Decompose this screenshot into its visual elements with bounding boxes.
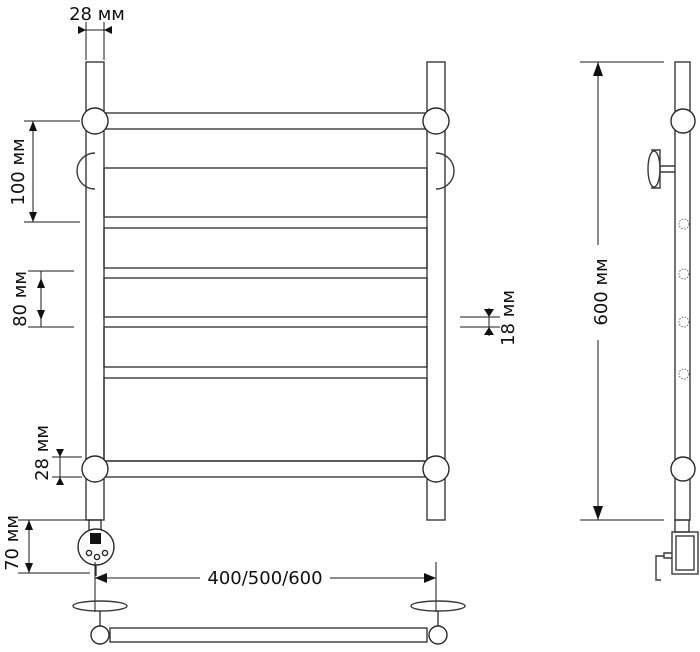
top-view-left-joint	[90, 625, 110, 645]
side-bracket-cap	[647, 150, 661, 188]
top-view	[72, 600, 466, 645]
top-view-right-plate	[410, 600, 466, 612]
top-view-bar	[109, 627, 428, 643]
left-bracket	[76, 152, 96, 190]
flat-rung-5	[103, 377, 428, 462]
flat-rung-2	[103, 227, 428, 269]
joint-bottom-right	[422, 455, 450, 483]
side-bracket-arm	[660, 165, 675, 173]
heater-button-2	[93, 553, 101, 561]
dim-pitch-top-label: 100 мм	[8, 138, 29, 205]
flat-rung-4	[103, 326, 428, 368]
top-view-left-plate	[72, 600, 128, 612]
right-bracket	[435, 152, 455, 190]
joint-top-right	[422, 107, 450, 135]
front-view	[76, 61, 455, 576]
side-rung-dot-2	[678, 268, 690, 280]
top-crossbar	[103, 112, 428, 130]
flat-rung-1	[103, 167, 428, 218]
heater-button-1	[85, 549, 93, 557]
top-view-right-joint	[428, 625, 448, 645]
side-joint-bottom	[670, 456, 696, 482]
side-heater-inner	[675, 535, 695, 571]
side-rung-dot-3	[678, 316, 690, 328]
heater-display	[90, 533, 101, 544]
joint-top-left	[81, 107, 109, 135]
side-view: 600 мм	[580, 61, 699, 581]
side-rung-dot-1	[678, 218, 690, 230]
joint-bottom-left	[81, 455, 109, 483]
dim-bottom-tube-label: 28 мм	[32, 425, 53, 481]
bottom-crossbar	[103, 460, 428, 478]
front-dimensions: 28 мм 100 мм 80 мм 18 мм 28 мм	[2, 4, 519, 612]
dim-pitch-mid-label: 80 мм	[10, 271, 31, 327]
side-rung-dot-4	[678, 368, 690, 380]
flat-rung-3	[103, 277, 428, 318]
dim-heater-offset-label: 70 мм	[2, 515, 23, 571]
side-heater-plug	[663, 552, 672, 559]
side-heater-neck	[674, 519, 690, 533]
heater-button-3	[101, 549, 109, 557]
dim-height-label: 600 мм	[591, 258, 612, 325]
side-heater-cable	[655, 555, 664, 581]
side-joint-top	[670, 108, 696, 134]
dim-rung-height-label: 18 мм	[498, 290, 519, 346]
dim-width-label: 400/500/600	[207, 568, 322, 589]
dim-top-tube-label: 28 мм	[69, 4, 125, 25]
